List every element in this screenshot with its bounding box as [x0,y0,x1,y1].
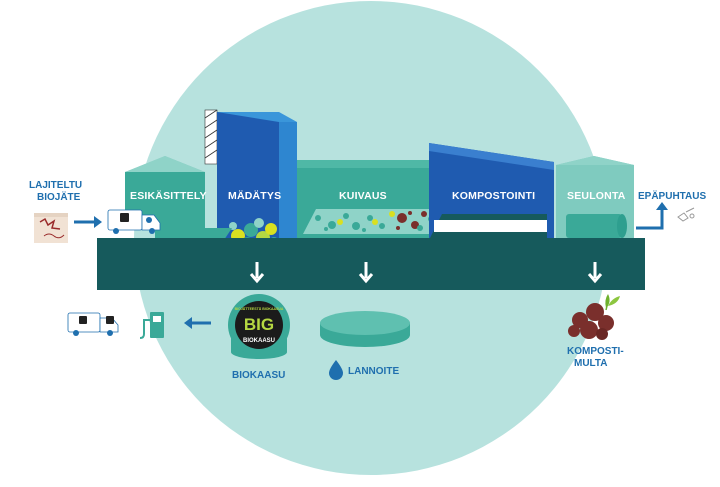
input-section: LAJITELTU BIOJÄTE [29,180,102,243]
biogas-storage: BIG BIOKAASU BIOJÄTTEESTÄ BIOKAASUA BIOK… [228,294,290,381]
biowaste-bag-icon [34,213,68,243]
sprout-icon [605,294,620,311]
fuel-pump-icon [139,312,164,339]
left-arrow-icon [184,317,211,329]
fertilizer-disc [320,311,410,347]
big-biokaasu-logo: BIG BIOKAASU BIOJÄTTEESTÄ BIOKAASUA [235,301,284,349]
water-drop-icon [329,360,343,380]
input-label-line1: LAJITELTU [29,180,82,191]
stage-label-seulonta: SEULONTA [567,190,626,202]
compost-soil-icon [568,303,614,340]
logo-text: BIOKAASU [243,338,275,344]
ground-slab [97,238,645,290]
kuivaus-building: KUIVAUS [297,160,442,250]
impurities-section: EPÄPUHTAUS [636,189,706,230]
delivery-truck-icon [107,209,161,234]
output-label-lannoite: LANNOITE [348,366,399,377]
output-label-biokaasu: BIOKAASU [232,370,285,381]
impurities-debris-icon [677,207,695,222]
input-label-line2: BIOJÄTE [37,190,81,203]
stage-label-madatys: MÄDÄTYS [228,189,281,202]
output-label-kompostimulta-line1: KOMPOSTI- [567,346,624,357]
impurities-label: EPÄPUHTAUS [638,189,706,202]
down-arrow-fertilizer-icon [358,262,374,284]
down-arrow-compost-icon [587,262,603,284]
kompostointi-building: KOMPOSTOINTI [429,143,554,250]
stage-label-kuivaus: KUIVAUS [339,190,387,202]
biogas-truck-icon [67,312,119,336]
seulonta-building: SEULONTA [556,156,634,250]
logo-letters: BIG [244,315,274,334]
stage-label-kompostointi: KOMPOSTOINTI [452,190,535,202]
input-arrow-icon [74,216,102,228]
logo-arc-text: BIOJÄTTEESTÄ BIOKAASUA [235,307,284,311]
down-arrow-biogas-icon [249,262,265,284]
output-label-kompostimulta-line2: MULTA [574,358,608,369]
madatys-building: MÄDÄTYS [204,109,297,252]
stage-label-esikasittely: ESIKÄSITTELY [130,189,207,202]
